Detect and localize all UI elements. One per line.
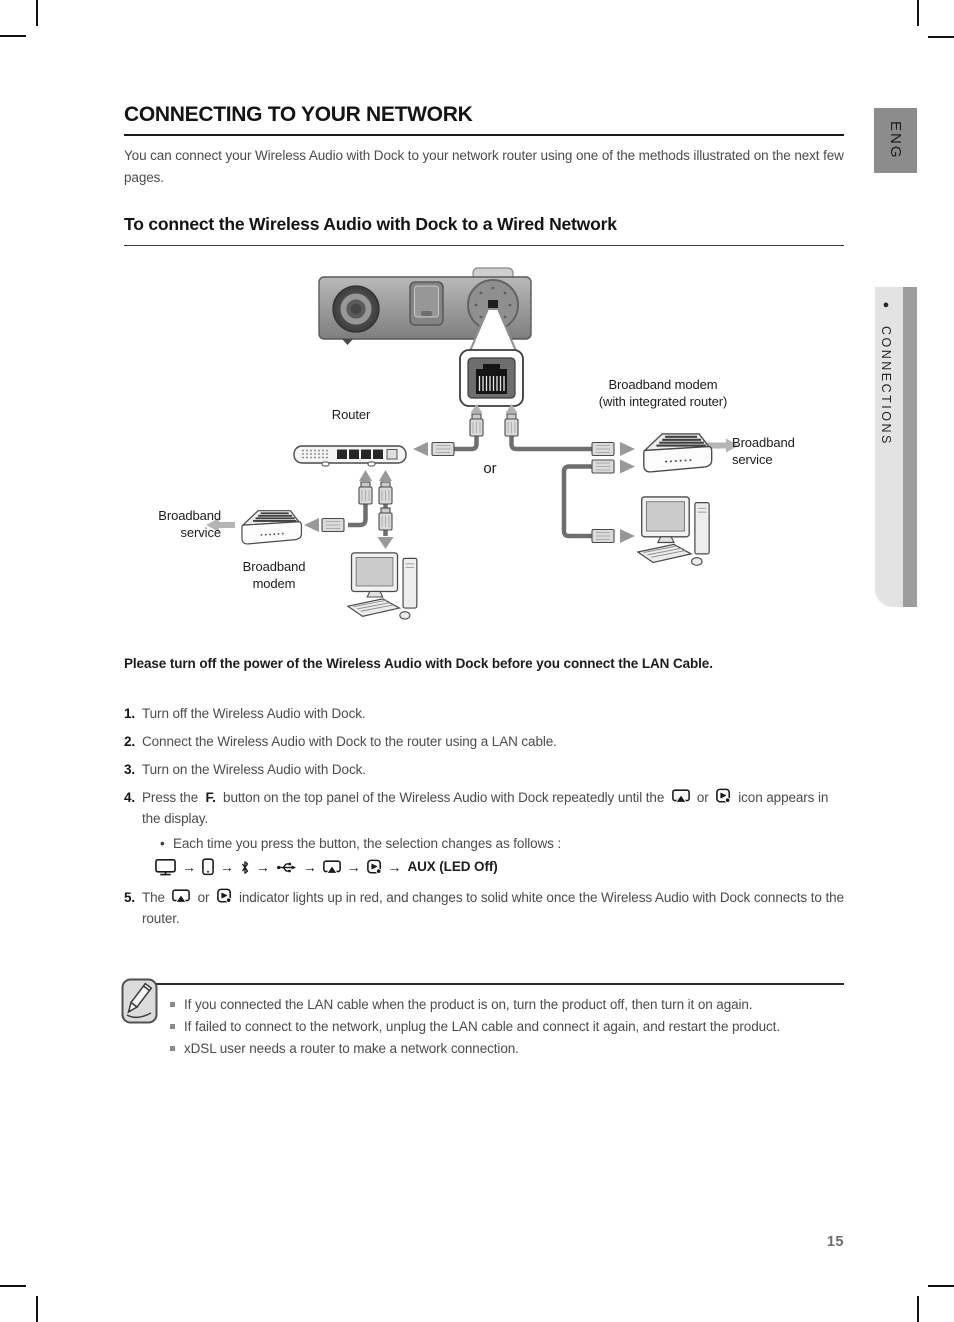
usb-icon — [276, 861, 297, 874]
service-arrow-left — [206, 518, 235, 532]
arrow-icon: → — [182, 859, 196, 875]
arrow-icon: → — [346, 859, 361, 875]
broadband-service-right-line1: Broadband — [732, 435, 795, 450]
step-4: 4. Press the F. button on the top panel … — [124, 787, 848, 878]
step-text: indicator lights up in red, and changes … — [142, 890, 844, 926]
modem-integrated-label-line1: Broadband modem — [608, 377, 717, 392]
bluetooth-icon — [240, 859, 250, 876]
broadband-service-left-line1: Broadband — [158, 508, 221, 523]
allshare-icon — [716, 788, 731, 803]
airplay-icon — [322, 859, 341, 875]
square-bullet-icon — [170, 1046, 175, 1051]
allshare-icon — [366, 859, 382, 875]
source-sequence: → → → — [155, 856, 848, 878]
arrow-icon: → — [219, 859, 234, 875]
language-tab-label: ENG — [887, 121, 904, 160]
lan-port-callout — [459, 308, 524, 407]
step-number: 5. — [124, 890, 136, 905]
page-title: CONNECTING TO YOUR NETWORK — [124, 103, 844, 136]
step-number: 4. — [124, 790, 136, 805]
step-5: 5. The or indicator lights up in red, an… — [124, 887, 848, 929]
section-tab-strip — [903, 287, 917, 607]
broadband-modem-label-line1: Broadband — [243, 559, 306, 574]
broadband-service-left-line2: service — [181, 525, 221, 540]
note-section: If you connected the LAN cable when the … — [121, 966, 846, 1060]
broadband-service-right-line2: service — [732, 452, 772, 467]
sequence-end-label: AUX (LED Off) — [407, 859, 498, 874]
crop-mark — [928, 1285, 954, 1287]
step-text: The — [142, 890, 165, 905]
warning-text: Please turn off the power of the Wireles… — [124, 656, 713, 671]
square-bullet-icon — [170, 1024, 175, 1029]
step-1: 1. Turn off the Wireless Audio with Dock… — [124, 703, 848, 724]
arrow-icon: → — [255, 859, 270, 875]
service-arrow-right — [707, 438, 739, 453]
step-text: Turn off the Wireless Audio with Dock. — [142, 706, 366, 721]
step-text: Press the — [142, 790, 199, 805]
allshare-icon — [216, 888, 232, 903]
tv-icon — [155, 858, 176, 876]
step-2: 2. Connect the Wireless Audio with Dock … — [124, 731, 848, 752]
crop-mark — [36, 1296, 38, 1322]
note-text: If failed to connect to the network, unp… — [184, 1019, 780, 1034]
step-number: 2. — [124, 734, 136, 749]
step-number: 3. — [124, 762, 136, 777]
pencil-note-icon — [121, 978, 158, 1024]
section-heading: To connect the Wireless Audio with Dock … — [124, 214, 844, 246]
ethernet-port-icon — [476, 364, 507, 394]
wireless-audio-dock-illustration — [318, 267, 532, 345]
arrow-icon: → — [302, 859, 317, 875]
page-number: 15 — [826, 1234, 844, 1250]
crop-mark — [917, 0, 919, 26]
step-text: or — [197, 890, 210, 905]
note-item: xDSL user needs a router to make a netwo… — [170, 1038, 846, 1060]
lan-cables — [348, 435, 594, 539]
f-button-label: F. — [205, 790, 216, 805]
note-divider — [138, 983, 844, 985]
note-text: If you connected the LAN cable when the … — [184, 997, 753, 1012]
broadband-modem-label-line2: modem — [253, 576, 296, 591]
note-text: xDSL user needs a router to make a netwo… — [184, 1041, 519, 1056]
substep-text: Each time you press the button, the sele… — [173, 836, 562, 851]
note-item: If failed to connect to the network, unp… — [170, 1016, 846, 1038]
crop-mark — [917, 1296, 919, 1322]
broadband-modem-integrated-illustration — [642, 432, 713, 473]
section-tab-background — [875, 287, 903, 607]
crop-mark — [928, 36, 954, 38]
modem-integrated-label-line2: (with integrated router) — [599, 394, 727, 409]
router-illustration — [293, 445, 407, 467]
bullet-icon: ● — [880, 299, 892, 314]
router-label: Router — [332, 407, 371, 422]
dock-icon — [202, 858, 214, 876]
section-tab-label: ● CONNECTIONS — [879, 299, 893, 447]
arrow-icon: → — [387, 859, 402, 875]
instructions: Please turn off the power of the Wireles… — [124, 654, 848, 936]
note-item: If you connected the LAN cable when the … — [170, 994, 846, 1016]
bullet-marker: • — [160, 836, 165, 851]
network-diagram: Router Broadband modem (with integrated … — [158, 267, 795, 620]
crop-mark — [0, 35, 26, 37]
cable-plugs — [304, 404, 635, 549]
step-4-bullet: • Each time you press the button, the se… — [160, 834, 848, 854]
airplay-icon — [172, 889, 191, 904]
computer-illustration-right — [637, 496, 710, 566]
square-bullet-icon — [170, 1002, 175, 1007]
or-label: or — [483, 460, 496, 477]
crop-mark — [0, 1285, 26, 1287]
computer-illustration-left — [347, 552, 418, 620]
section-tab-connections: ● CONNECTIONS — [875, 287, 917, 607]
step-text: or — [696, 790, 709, 805]
broadband-modem-illustration — [241, 509, 303, 545]
intro-text: You can connect your Wireless Audio with… — [124, 148, 844, 185]
step-text: Connect the Wireless Audio with Dock to … — [142, 734, 557, 749]
step-text: button on the top panel of the Wireless … — [223, 790, 665, 805]
step-text: icon appears in the display. — [142, 790, 829, 826]
step-number: 1. — [124, 706, 136, 721]
step-text: Turn on the Wireless Audio with Dock. — [142, 762, 366, 777]
airplay-icon — [671, 789, 690, 804]
step-3: 3. Turn on the Wireless Audio with Dock. — [124, 759, 848, 780]
language-tab: ENG — [874, 108, 917, 173]
crop-mark — [36, 0, 38, 26]
